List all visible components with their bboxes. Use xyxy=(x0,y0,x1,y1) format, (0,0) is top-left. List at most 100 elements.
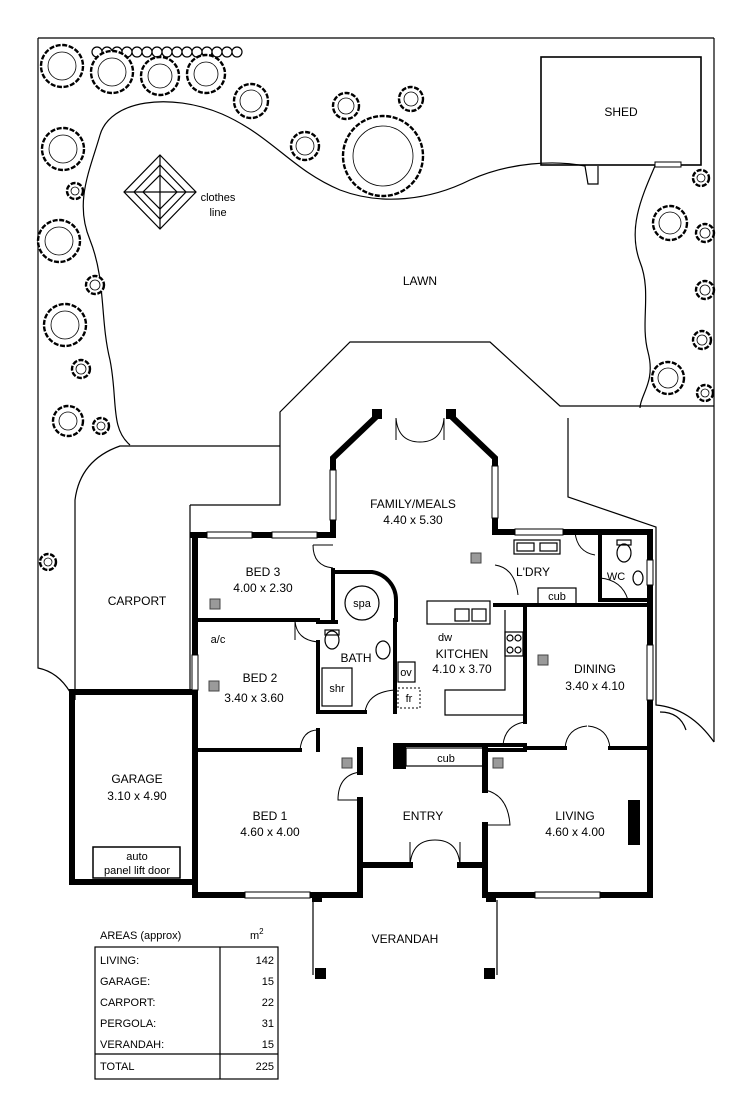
tree xyxy=(40,126,86,172)
house-exterior-walls xyxy=(190,409,653,902)
areas-unit: m2 xyxy=(250,927,264,942)
tree xyxy=(232,82,270,120)
dining-name: DINING xyxy=(574,662,616,676)
bed3-name: BED 3 xyxy=(246,565,281,579)
oven-label: ov xyxy=(400,667,412,679)
bath-name: BATH xyxy=(340,651,371,665)
ac-label: a/c xyxy=(211,634,226,646)
garage-door-label-2: panel lift door xyxy=(104,865,170,877)
tree xyxy=(289,130,321,162)
areas-row: GARAGE: 15 xyxy=(100,976,274,988)
areas-row-value: 31 xyxy=(262,1018,274,1030)
bed1-dims: 4.60 x 4.00 xyxy=(240,825,300,839)
areas-row-label: VERANDAH: xyxy=(100,1039,164,1051)
areas-total-label: TOTAL xyxy=(100,1061,134,1073)
areas-row-value: 142 xyxy=(256,955,274,967)
tree xyxy=(36,218,82,264)
living-dims: 4.60 x 4.00 xyxy=(545,825,605,839)
bed2-name: BED 2 xyxy=(243,671,278,685)
tree xyxy=(691,168,711,188)
house-interior-walls xyxy=(193,530,650,769)
wc-name: WC xyxy=(607,571,625,583)
paving-outline xyxy=(74,341,715,743)
dining-dims: 3.40 x 4.10 xyxy=(565,679,625,693)
bath-fixtures: shr xyxy=(321,629,391,707)
tree xyxy=(691,329,713,351)
tree xyxy=(139,55,181,97)
fridge-label: fr xyxy=(406,693,413,705)
areas-row: PERGOLA: 31 xyxy=(100,1018,274,1030)
clothes-line-label-1: clothes xyxy=(201,192,236,204)
shed-label: SHED xyxy=(604,105,638,119)
tree xyxy=(38,552,58,572)
tree xyxy=(651,204,689,242)
laundry-cupboard-label: cub xyxy=(548,591,566,603)
areas-table: AREAS (approx) m2 LIVING: 142 GARAGE: 15… xyxy=(94,927,279,1080)
areas-row: CARPORT: 22 xyxy=(100,997,274,1009)
tree xyxy=(70,358,92,380)
carport-label: CARPORT xyxy=(108,594,167,608)
areas-row-value: 15 xyxy=(262,976,274,988)
areas-row-label: CARPORT: xyxy=(100,997,155,1009)
garage: GARAGE 3.10 x 4.90 auto panel lift door xyxy=(69,689,196,885)
verandah-label: VERANDAH xyxy=(372,932,439,946)
lawn-boundary xyxy=(82,101,656,446)
tree xyxy=(51,404,85,438)
areas-row-label: LIVING: xyxy=(100,955,139,967)
garage-door-label-1: auto xyxy=(126,851,147,863)
entry-name: ENTRY xyxy=(403,809,443,823)
areas-row-value: 22 xyxy=(262,997,274,1009)
tree xyxy=(694,279,716,301)
dishwasher-label: dw xyxy=(438,632,452,644)
shower-label: shr xyxy=(329,683,345,695)
laundry-name: L'DRY xyxy=(516,565,550,579)
tree xyxy=(694,222,716,244)
kitchen-fixtures: ov fr dw cub xyxy=(397,600,525,767)
laundry-fixtures: cub xyxy=(513,539,644,605)
trees xyxy=(36,43,716,572)
tree xyxy=(39,43,85,89)
areas-total-row: TOTAL 225 xyxy=(100,1061,274,1073)
kitchen-dims: 4.10 x 3.70 xyxy=(432,662,492,676)
family-name: FAMILY/MEALS xyxy=(370,497,456,511)
clothes-line: clothes line xyxy=(123,154,236,230)
tree xyxy=(89,49,135,95)
windows xyxy=(191,465,654,899)
areas-row-label: PERGOLA: xyxy=(100,1018,156,1030)
bed2-dims: 3.40 x 3.60 xyxy=(224,691,284,705)
tree xyxy=(331,91,361,121)
tree xyxy=(397,85,425,113)
markers xyxy=(208,552,549,769)
lawn-label: LAWN xyxy=(403,274,437,288)
areas-row-value: 15 xyxy=(262,1039,274,1051)
tree xyxy=(65,181,85,201)
tree xyxy=(341,114,425,198)
tree xyxy=(185,53,227,95)
bed3-dims: 4.00 x 2.30 xyxy=(233,581,293,595)
clothes-line-label-2: line xyxy=(209,207,226,219)
kitchen-name: KITCHEN xyxy=(436,647,489,661)
shed: SHED xyxy=(540,56,702,168)
tree xyxy=(42,302,88,348)
entry-cupboard-label: cub xyxy=(437,753,455,765)
areas-total-value: 225 xyxy=(256,1061,274,1073)
room-labels: FAMILY/MEALS 4.40 x 5.30 BED 3 4.00 x 2.… xyxy=(211,497,626,839)
doors xyxy=(294,417,629,866)
garage-name: GARAGE xyxy=(111,772,162,786)
fireplace xyxy=(628,800,640,845)
garage-dims: 3.10 x 4.90 xyxy=(107,789,167,803)
areas-title: AREAS (approx) xyxy=(100,930,181,942)
areas-row: VERANDAH: 15 xyxy=(100,1039,274,1051)
site-boundary xyxy=(37,37,715,742)
bed1-name: BED 1 xyxy=(253,809,288,823)
family-dims: 4.40 x 5.30 xyxy=(383,513,443,527)
tree xyxy=(91,416,111,436)
areas-row-label: GARAGE: xyxy=(100,976,150,988)
areas-row: LIVING: 142 xyxy=(100,955,274,967)
tree xyxy=(84,274,106,296)
living-name: LIVING xyxy=(555,809,594,823)
tree xyxy=(695,383,715,403)
verandah: VERANDAH xyxy=(312,900,498,979)
spa: spa xyxy=(334,570,399,622)
